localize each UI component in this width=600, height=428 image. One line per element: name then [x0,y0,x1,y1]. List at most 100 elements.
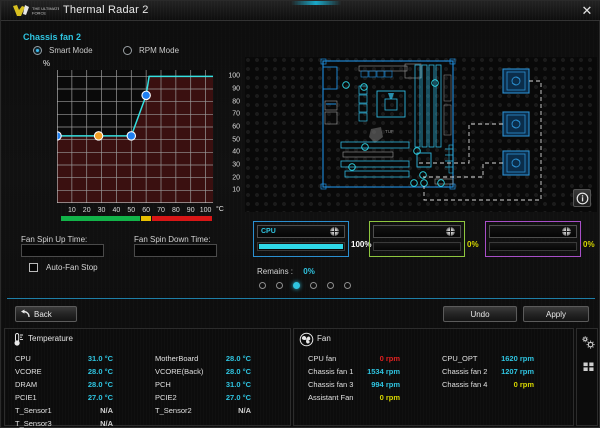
chart-x-tick-label: 100 [199,207,212,214]
readout-value: 994 rpm [371,380,400,389]
colorbar-segment [152,216,212,221]
readout-value: 28.0 °C [225,367,251,376]
fan-slider-knob[interactable] [330,227,339,236]
chart-canvas[interactable] [52,70,213,204]
page-dot[interactable] [344,282,351,289]
page-dot[interactable] [310,282,317,289]
close-icon[interactable]: ✕ [581,3,593,18]
thermometer-icon [10,332,25,347]
page-dots[interactable] [259,282,351,289]
fan-spin-up-input[interactable] [21,244,104,257]
readout-value: N/A [100,419,113,428]
chart-svg [52,70,213,204]
chart-x-tick-label: 50 [127,207,136,214]
chart-x-tick-label: 70 [157,207,165,214]
readout-value: 31.0 °C [87,354,113,363]
motherboard-diagram[interactable]: TUF [245,57,597,212]
fan-slider-knob[interactable] [562,227,571,236]
svg-text:THE ULTIMATE: THE ULTIMATE [32,6,59,11]
fan-slider-bar [489,242,577,251]
chart-ylabel: % [43,59,51,68]
radio-rpm-mode-indicator[interactable] [123,46,132,55]
chart-y-tick-label: 100 [228,72,240,80]
readout-label: PCH [155,380,171,389]
remains-value: 0% [303,267,315,276]
readout-value: 0 rpm [513,380,534,389]
page-dot[interactable] [276,282,283,289]
readout-label: VCORE [15,367,42,376]
chart-y-tick-label: 70 [232,110,240,118]
chart-handle[interactable] [126,131,137,141]
readout-value: 27.0 °C [225,393,251,402]
fan-slider-track[interactable] [373,225,461,238]
readout-value: 28.0 °C [87,380,113,389]
chart-handle[interactable] [52,131,62,141]
auto-fan-stop-checkbox[interactable]: Auto-Fan Stop [29,263,98,272]
auto-fan-stop-label: Auto-Fan Stop [46,263,98,272]
readout-label: Chassis fan 4 [442,380,488,389]
fan-slider[interactable]: CPU [253,221,349,257]
readout-label: CPU fan [308,354,337,363]
chart-x-tick-label: 60 [142,207,151,214]
fan-slider[interactable] [485,221,581,257]
temperature-colorbar [61,216,213,221]
chart-x-tick-label: 30 [97,207,106,214]
fan-icon [299,332,314,347]
radio-smart-mode-indicator[interactable] [33,46,42,55]
fan-slider[interactable] [369,221,465,257]
readout-label: CPU_OPT [442,354,478,363]
radio-smart-mode[interactable]: Smart Mode [33,46,93,55]
fan-slider-fill [259,244,343,249]
fan-spin-down-input[interactable] [134,244,217,257]
page-dot[interactable] [259,282,266,289]
chart-x-tick-label: 80 [171,207,180,214]
undo-button[interactable]: Undo [443,306,517,322]
readout-label: DRAM [15,380,38,389]
readout-value: 1207 rpm [501,367,534,376]
fan-slider-track[interactable]: CPU [257,225,345,238]
readout-label: CPU [15,354,31,363]
svg-text:FORCE: FORCE [32,11,46,16]
section-divider [7,298,595,299]
fan-slider-knob[interactable] [446,227,455,236]
fan-slider-track[interactable] [489,225,577,238]
grid-icon[interactable] [580,358,596,374]
chart-handle[interactable] [93,131,104,141]
chart-curve [57,75,213,137]
fan-slider-percent: 100% [351,240,372,249]
apply-button[interactable]: Apply [523,306,589,322]
chart-y-tick-label: 30 [232,161,240,169]
back-button-label: Back [34,309,52,319]
chart-x-tick-label: 90 [186,207,195,214]
fan-spin-up-label: Fan Spin Up Time: [21,235,88,244]
chart-plot-area[interactable] [52,70,213,204]
chart-xlabel: °C [216,206,224,213]
fan-speed-sliders[interactable]: CPU 100% 0% 0% [253,221,597,259]
readout-value: 0 rpm [379,393,400,402]
chart-x-tick-label: 20 [82,207,91,214]
chart-y-tick-label: 80 [232,98,240,106]
back-button[interactable]: Back [15,306,77,322]
temperature-panel-title: Temperature [28,334,73,343]
radio-rpm-mode[interactable]: RPM Mode [123,46,179,55]
page-dot[interactable] [293,282,300,289]
fan-slider-percent: 0% [583,240,595,249]
chart-handle[interactable] [141,90,151,101]
auto-fan-stop-box[interactable] [29,263,38,272]
info-icon[interactable] [573,189,591,207]
colorbar-segment [61,216,140,221]
readout-value: 27.0 °C [87,393,113,402]
page-dot[interactable] [327,282,334,289]
radio-rpm-mode-label: RPM Mode [139,46,180,55]
chart-y-tick-label: 40 [232,148,240,156]
readout-value: N/A [100,406,113,415]
fan-slider-percent: 0% [467,240,479,249]
gear-icon[interactable] [580,334,596,350]
radio-smart-mode-label: Smart Mode [49,46,93,55]
undo-button-label: Undo [470,309,490,319]
chart-y-tick-label: 90 [232,85,240,93]
readout-label: Assistant Fan [308,393,354,402]
